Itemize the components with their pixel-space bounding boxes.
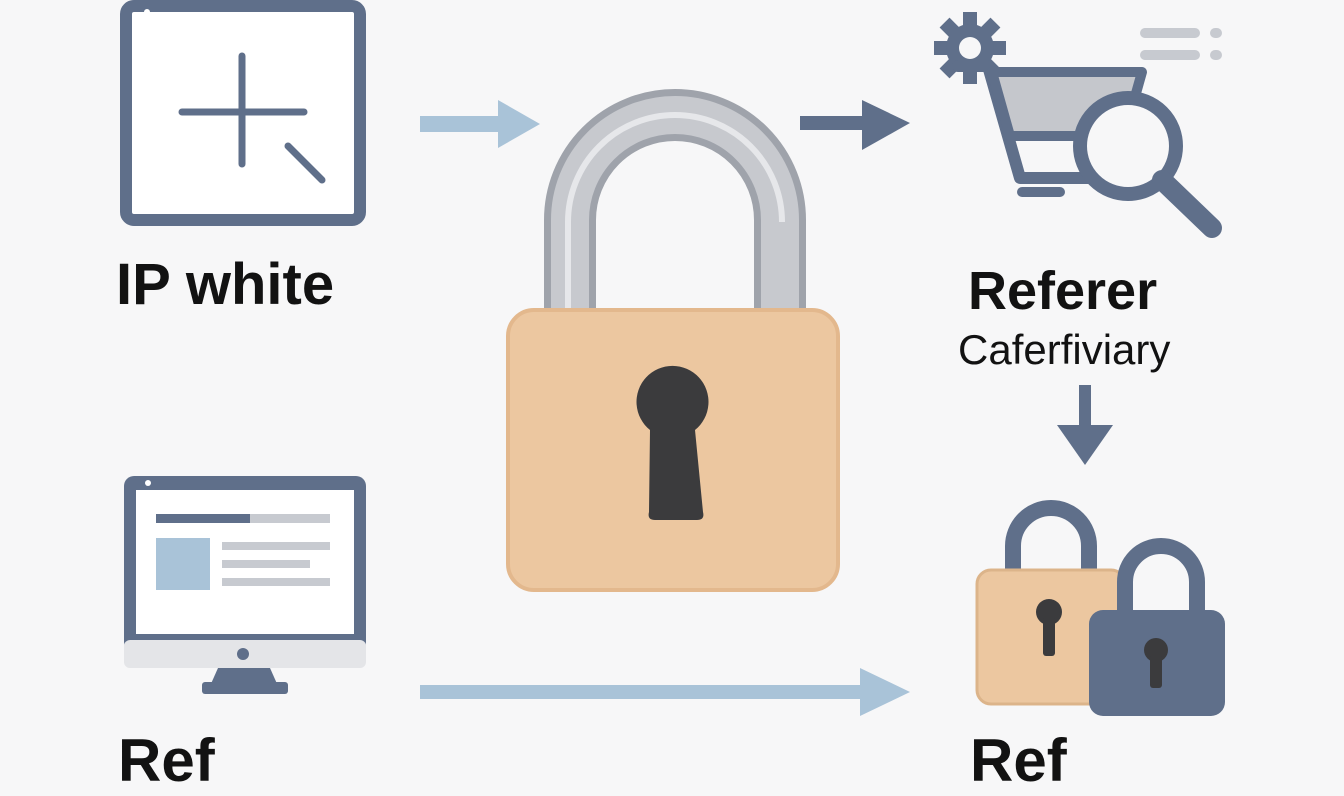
double-padlock-icon: [975, 490, 1230, 720]
bottom-left-partial-label: Ref: [118, 727, 215, 794]
ip-white-label: IP white: [116, 252, 335, 317]
padlock-icon: [505, 89, 845, 600]
crosshair-window-icon: [120, 0, 370, 230]
desktop-monitor-icon: [120, 472, 370, 717]
arrow-right-dark: [800, 98, 915, 158]
arrow-right-long: [420, 662, 915, 722]
arrow-down-dark: [1055, 385, 1115, 470]
referer-sub-label: Caferfiviary: [958, 326, 1171, 373]
referer-label: Referer: [968, 261, 1158, 321]
arrow-right-light: [420, 96, 545, 156]
cart-gear-search-icon: [930, 10, 1230, 250]
bottom-right-partial-label: Ref: [970, 727, 1067, 794]
